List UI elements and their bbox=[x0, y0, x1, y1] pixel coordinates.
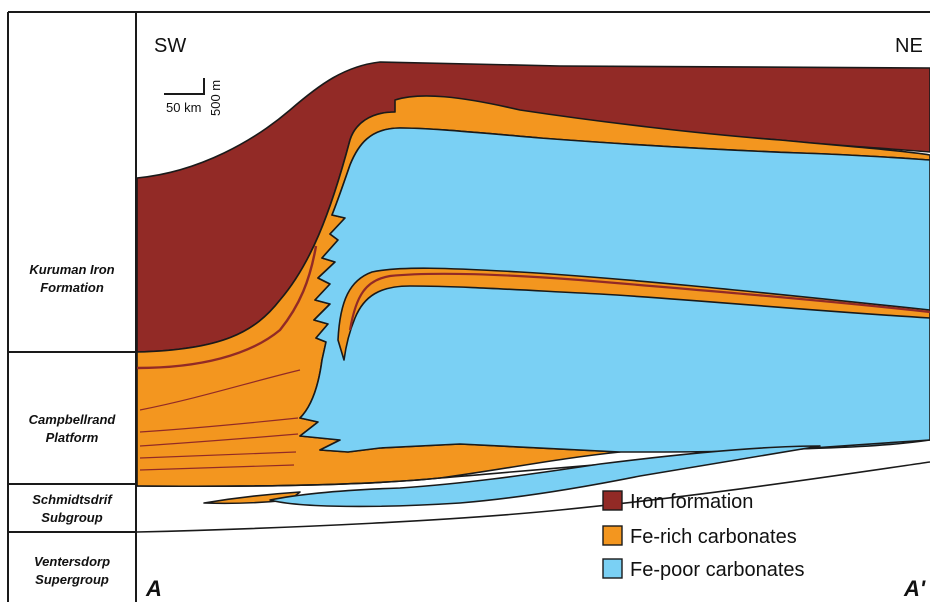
strat-column bbox=[7, 11, 930, 602]
ventersdorp-contact-line bbox=[136, 461, 930, 533]
scale-bar: 500 m 50 km bbox=[164, 78, 223, 116]
fe-rich-laminae bbox=[139, 369, 301, 471]
scale-horizontal-label: 50 km bbox=[166, 100, 201, 115]
lamina-3 bbox=[139, 433, 299, 447]
unit-schmidtsdrif-label-1: Schmidtsdrif bbox=[32, 492, 113, 507]
ne-label: NE bbox=[895, 35, 923, 57]
lamina-1 bbox=[139, 369, 301, 411]
unit-labels: Kuruman Iron Formation Campbellrand Plat… bbox=[29, 262, 117, 587]
schmidtsdrif-fe-poor-wedge bbox=[269, 445, 821, 508]
lamina-2 bbox=[139, 417, 299, 433]
unit-ventersdorp-label-1: Ventersdorp bbox=[34, 554, 110, 569]
legend-fe-rich-label: Fe-rich carbonates bbox=[630, 526, 797, 548]
iron-formation-marginal-line bbox=[136, 245, 318, 370]
section-start-label: A bbox=[145, 576, 162, 601]
unit-ventersdorp-label-2: Supergroup bbox=[35, 572, 109, 587]
legend-fe-rich-swatch bbox=[602, 525, 623, 546]
unit-schmidtsdrif-label-2: Subgroup bbox=[41, 510, 102, 525]
iron-formation-thin-layer bbox=[348, 272, 930, 331]
fe-rich-intra-band bbox=[337, 267, 930, 361]
lamina-4 bbox=[139, 451, 297, 459]
section-end-label: A' bbox=[903, 576, 926, 601]
sw-label: SW bbox=[154, 35, 186, 57]
legend-fe-poor-label: Fe-poor carbonates bbox=[630, 559, 805, 581]
unit-campbellrand-label-1: Campbellrand bbox=[29, 412, 117, 427]
unit-campbellrand-label-2: Platform bbox=[46, 430, 99, 445]
legend-iron-formation-label: Iron formation bbox=[630, 491, 753, 513]
unit-kuruman-label-2: Formation bbox=[40, 280, 104, 295]
scale-vertical-label: 500 m bbox=[208, 80, 223, 116]
legend-fe-poor-swatch bbox=[602, 558, 623, 579]
legend-iron-formation-swatch bbox=[602, 490, 623, 511]
cross-section bbox=[136, 61, 930, 533]
unit-kuruman-label-1: Kuruman Iron bbox=[29, 262, 114, 277]
legend: Iron formation Fe-rich carbonates Fe-poo… bbox=[602, 490, 805, 581]
scale-bar-lines bbox=[164, 78, 205, 95]
lamina-5 bbox=[139, 464, 295, 471]
